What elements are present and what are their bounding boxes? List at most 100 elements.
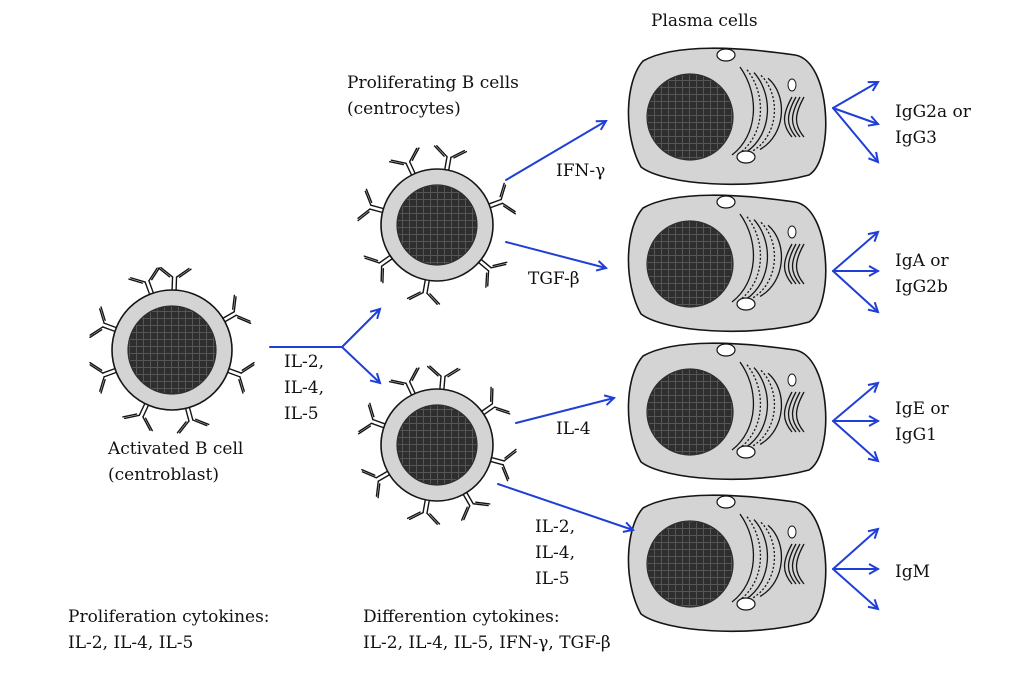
cytokine-combo-il2: IL-2, bbox=[535, 517, 575, 537]
surface-antibody bbox=[477, 258, 508, 288]
cell-nucleus bbox=[396, 404, 478, 486]
endoplasmic-reticulum bbox=[731, 361, 782, 451]
mitochondrion bbox=[736, 597, 756, 611]
footer-proliferation-title: Proliferation cytokines: bbox=[68, 607, 270, 627]
vesicle bbox=[787, 525, 797, 539]
arrows bbox=[269, 82, 878, 609]
proliferating-subheader: (centrocytes) bbox=[347, 99, 461, 119]
plasma-cells-header: Plasma cells bbox=[651, 11, 758, 31]
arrow-il2-il4-il5 bbox=[497, 483, 633, 530]
surface-antibody bbox=[222, 294, 252, 325]
golgi-apparatus bbox=[783, 96, 805, 138]
isotype-iga-or: IgA or bbox=[895, 251, 949, 271]
isotype-igg3: IgG3 bbox=[895, 128, 937, 148]
isotype-ige-or: IgE or bbox=[895, 399, 949, 419]
plasma-cell-igg2a bbox=[627, 47, 827, 186]
endoplasmic-reticulum bbox=[731, 66, 782, 156]
plasma-cell-igm bbox=[627, 494, 827, 633]
proliferation-cytokine-il2: IL-2, bbox=[284, 352, 324, 372]
isotype-igg2a-or: IgG2a or bbox=[895, 102, 971, 122]
output-arrows-igm-down bbox=[832, 568, 878, 609]
output-arrows-igg2a-mid bbox=[832, 107, 878, 124]
cytokine-il4: IL-4 bbox=[556, 419, 591, 439]
plasma-cell-nucleus bbox=[646, 73, 734, 161]
surface-antibody bbox=[426, 365, 461, 391]
mitochondrion bbox=[716, 195, 736, 209]
plasma-cell-nucleus bbox=[646, 520, 734, 608]
surface-antibody bbox=[388, 367, 420, 396]
surface-antibody bbox=[89, 361, 118, 394]
centrocyte-upper bbox=[357, 145, 516, 305]
surface-antibody bbox=[128, 267, 161, 296]
surface-antibody bbox=[488, 182, 516, 215]
plasma-cell-nucleus bbox=[646, 368, 734, 456]
b-cells bbox=[89, 145, 517, 525]
surface-antibody bbox=[357, 188, 385, 222]
arrow-il4 bbox=[515, 398, 614, 424]
golgi-apparatus bbox=[783, 243, 805, 285]
surface-antibody bbox=[122, 402, 153, 432]
golgi-apparatus bbox=[783, 391, 805, 433]
surface-antibody bbox=[460, 491, 491, 521]
surface-antibody bbox=[176, 406, 210, 434]
mitochondrion bbox=[716, 495, 736, 509]
cytokine-combo-il5: IL-5 bbox=[535, 569, 570, 589]
isotype-igg2b: IgG2b bbox=[895, 277, 948, 297]
mitochondrion bbox=[716, 343, 736, 357]
surface-antibody bbox=[489, 448, 517, 482]
proliferating-header: Proliferating B cells bbox=[347, 73, 519, 93]
arrow-to-centrocyte-lower bbox=[341, 346, 380, 383]
surface-antibody bbox=[481, 386, 511, 416]
surface-antibody bbox=[226, 361, 255, 394]
plasma-cell-iga bbox=[627, 194, 827, 333]
mitochondrion bbox=[716, 48, 736, 62]
footer-differentiation-title: Differention cytokines: bbox=[363, 607, 560, 627]
cell-nucleus bbox=[396, 184, 478, 266]
footer-proliferation-list: IL-2, IL-4, IL-5 bbox=[68, 633, 194, 653]
isotype-igg1: IgG1 bbox=[895, 425, 937, 445]
vesicle bbox=[787, 78, 797, 92]
surface-antibody bbox=[157, 266, 192, 291]
golgi-apparatus bbox=[783, 543, 805, 585]
surface-antibody bbox=[388, 147, 420, 176]
arrow-ifn-gamma bbox=[505, 121, 606, 181]
cytokine-combo-il4: IL-4, bbox=[535, 543, 575, 563]
mitochondrion bbox=[736, 150, 756, 164]
activated-cell-title: Activated B cell bbox=[108, 439, 244, 459]
activated-b-cell bbox=[89, 266, 255, 434]
output-arrows-iga-down bbox=[832, 270, 878, 312]
surface-antibody bbox=[358, 402, 386, 435]
isotype-igm: IgM bbox=[895, 562, 931, 582]
plasma-cell-ige bbox=[627, 342, 827, 481]
surface-antibody bbox=[406, 499, 441, 525]
footer-differentiation-list: IL-2, IL-4, IL-5, IFN-γ, TGF-β bbox=[363, 633, 611, 653]
cytokine-ifn-gamma: IFN-γ bbox=[556, 161, 606, 181]
centrocyte-lower bbox=[358, 365, 517, 525]
output-arrows-ige-up bbox=[832, 383, 878, 422]
mitochondrion bbox=[736, 297, 756, 311]
output-arrows-ige-down bbox=[832, 420, 878, 461]
plasma-cells bbox=[627, 47, 827, 633]
vesicle bbox=[787, 373, 797, 387]
output-arrows-igg2a-up bbox=[832, 82, 878, 109]
surface-antibody bbox=[363, 254, 393, 284]
output-arrows-igm-up bbox=[832, 529, 878, 570]
mitochondrion bbox=[736, 445, 756, 459]
arrow-tgf-beta bbox=[505, 241, 606, 268]
endoplasmic-reticulum bbox=[731, 513, 782, 603]
cytokine-tgf-beta: TGF-β bbox=[528, 269, 580, 289]
surface-antibody bbox=[89, 306, 118, 339]
vesicle bbox=[787, 225, 797, 239]
cell-nucleus bbox=[127, 305, 217, 395]
arrow-to-centrocyte-upper bbox=[341, 309, 380, 348]
endoplasmic-reticulum bbox=[731, 213, 782, 303]
surface-antibody bbox=[433, 145, 468, 171]
output-arrows-iga-up bbox=[832, 232, 878, 272]
output-arrows-igg2a-down bbox=[832, 107, 878, 162]
surface-antibody bbox=[361, 468, 391, 499]
surface-antibody bbox=[406, 279, 441, 305]
activated-cell-subtitle: (centroblast) bbox=[108, 465, 219, 485]
plasma-cell-nucleus bbox=[646, 220, 734, 308]
